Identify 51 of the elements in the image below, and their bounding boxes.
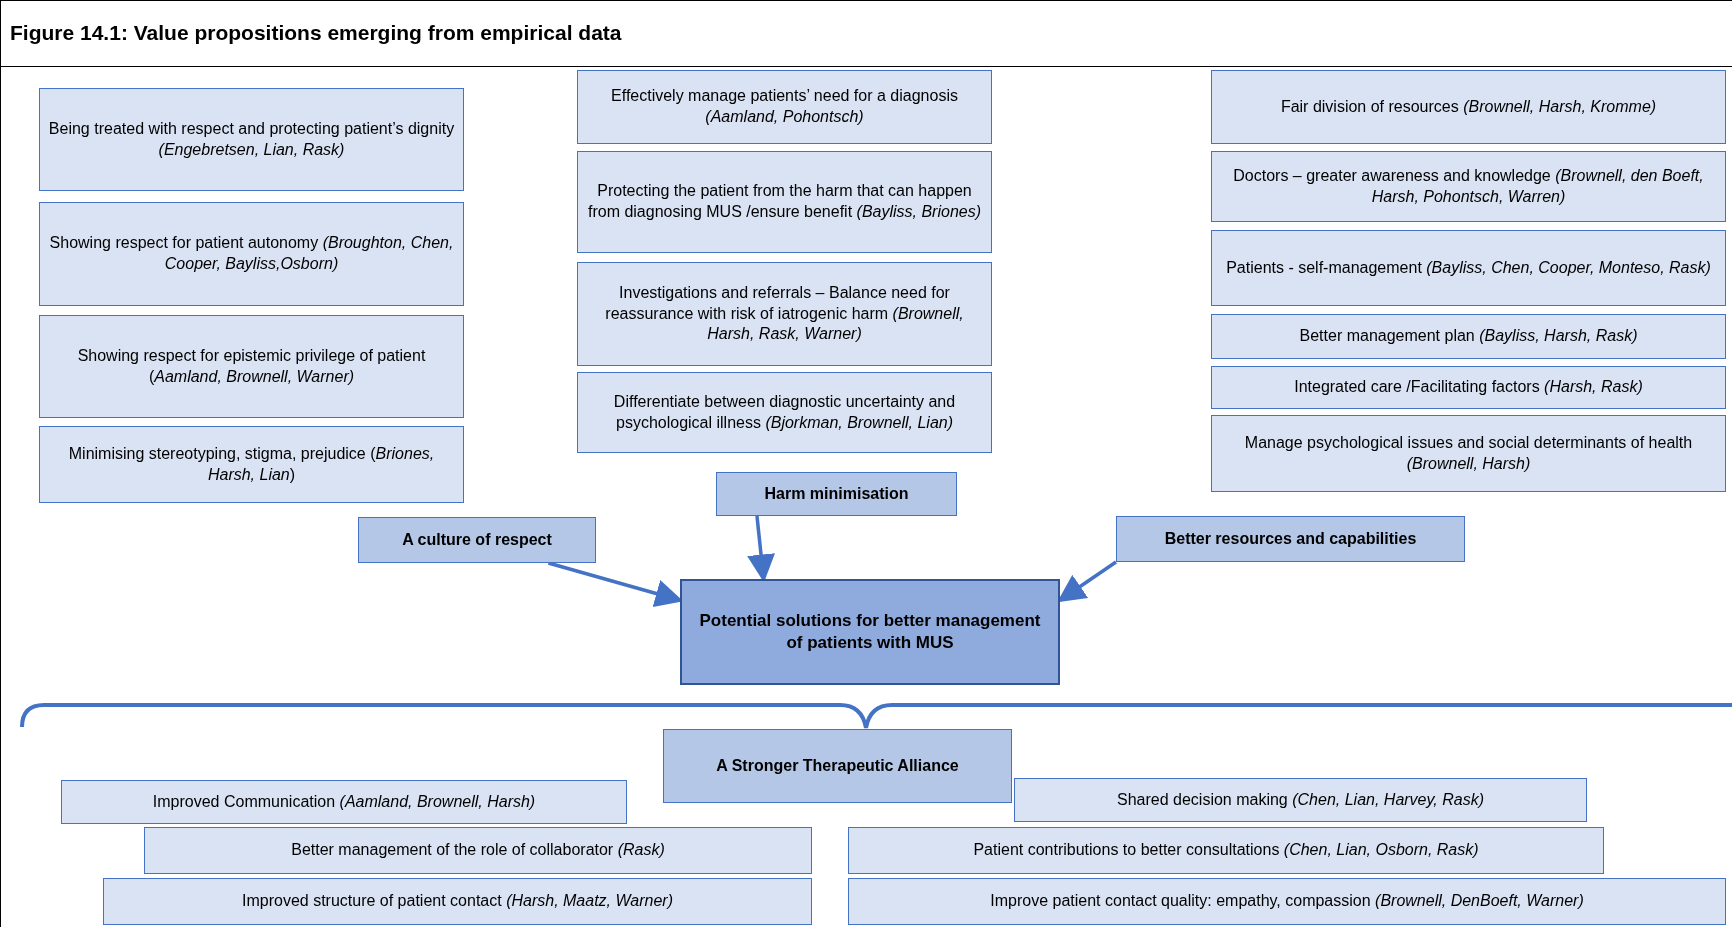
text-box xyxy=(1211,151,1726,222)
text-box xyxy=(577,372,992,453)
box-text: Shared decision making (Chen, Lian, Harvey, Rask) xyxy=(1117,789,1484,810)
box-text: Effectively manage patients’ need for a diagnosis (Aamland, Pohontsch) xyxy=(610,86,959,127)
text-box xyxy=(1211,366,1726,409)
text-box xyxy=(1211,230,1726,306)
text-box xyxy=(61,780,627,824)
box-text: Improved Communication (Aamland, Brownell, Harsh) xyxy=(152,791,536,812)
box-text: Being treated with respect and protecting patient’s dignity (Engebretsen, Lian, Rask) xyxy=(48,118,455,160)
box-text: Potential solutions for better management of patients with MUS xyxy=(698,609,1042,654)
text-box xyxy=(577,70,992,144)
text-box xyxy=(1211,314,1726,359)
text-box xyxy=(577,262,992,366)
box-text: Minimising stereotyping, stigma, prejudice (Briones, Harsh, Lian) xyxy=(67,443,436,485)
text-box xyxy=(848,827,1604,874)
text-box xyxy=(848,878,1726,925)
heading-box xyxy=(663,729,1012,803)
box-text: Protecting the patient from the harm that can happen from diagnosing MUS /ensure benefit (Bayliss, Briones) xyxy=(586,181,983,222)
box-text: Better management plan (Bayliss, Harsh, Rask) xyxy=(1299,326,1638,347)
box-text: Showing respect for patient autonomy (Broughton, Chen, Cooper, Bayliss,Osborn) xyxy=(48,233,455,274)
title: Figure 14.1: Value propositions emerging from empirical data xyxy=(10,20,622,47)
text-box xyxy=(39,315,464,418)
heading-box xyxy=(680,579,1060,685)
text-box xyxy=(1014,778,1587,822)
box-text: Investigations and referrals – Balance need for reassurance with risk of iatrogenic harm (Brownell, Harsh, Rask, Warner) xyxy=(604,282,965,345)
box-text: Improved structure of patient contact (Harsh, Maatz, Warner) xyxy=(242,891,673,912)
box-text: A culture of respect xyxy=(402,529,552,550)
box-text: Differentiate between diagnostic uncertainty and psychological illness (Bjorkman, Brownell, Lian) xyxy=(612,391,957,433)
box-text: Harm minimisation xyxy=(764,483,909,504)
box-text: Patient contributions to better consultations (Chen, Lian, Osborn, Rask) xyxy=(973,840,1479,861)
box-text: Doctors – greater awareness and knowledge (Brownell, den Boeft, Harsh, Pohontsch, Warren) xyxy=(1232,165,1705,207)
box-text: Integrated care /Facilitating factors (Harsh, Rask) xyxy=(1294,377,1643,398)
text-box xyxy=(39,426,464,503)
box-text: Better resources and capabilities xyxy=(1164,528,1417,549)
box-text: A Stronger Therapeutic Alliance xyxy=(716,755,959,776)
text-box xyxy=(577,151,992,253)
heading-box xyxy=(358,517,596,563)
text-box xyxy=(39,202,464,306)
box-text: Patients - self-management (Bayliss, Chen, Cooper, Monteso, Rask) xyxy=(1226,257,1711,278)
box-text: Better management of the role of collaborator (Rask) xyxy=(291,840,665,861)
text-box xyxy=(1211,70,1726,144)
box-text: Manage psychological issues and social determinants of health (Brownell, Harsh) xyxy=(1243,432,1694,474)
heading-box xyxy=(716,472,957,516)
box-text: Improve patient contact quality: empathy, compassion (Brownell, DenBoeft, Warner) xyxy=(990,891,1584,912)
text-box xyxy=(144,827,812,874)
heading-box xyxy=(1116,516,1465,562)
box-text: Fair division of resources (Brownell, Harsh, Kromme) xyxy=(1280,96,1657,117)
text-box xyxy=(103,878,812,925)
text-box xyxy=(1211,415,1726,492)
text-box xyxy=(39,88,464,191)
box-text: Showing respect for epistemic privilege of patient (Aamland, Brownell, Warner) xyxy=(76,345,427,387)
